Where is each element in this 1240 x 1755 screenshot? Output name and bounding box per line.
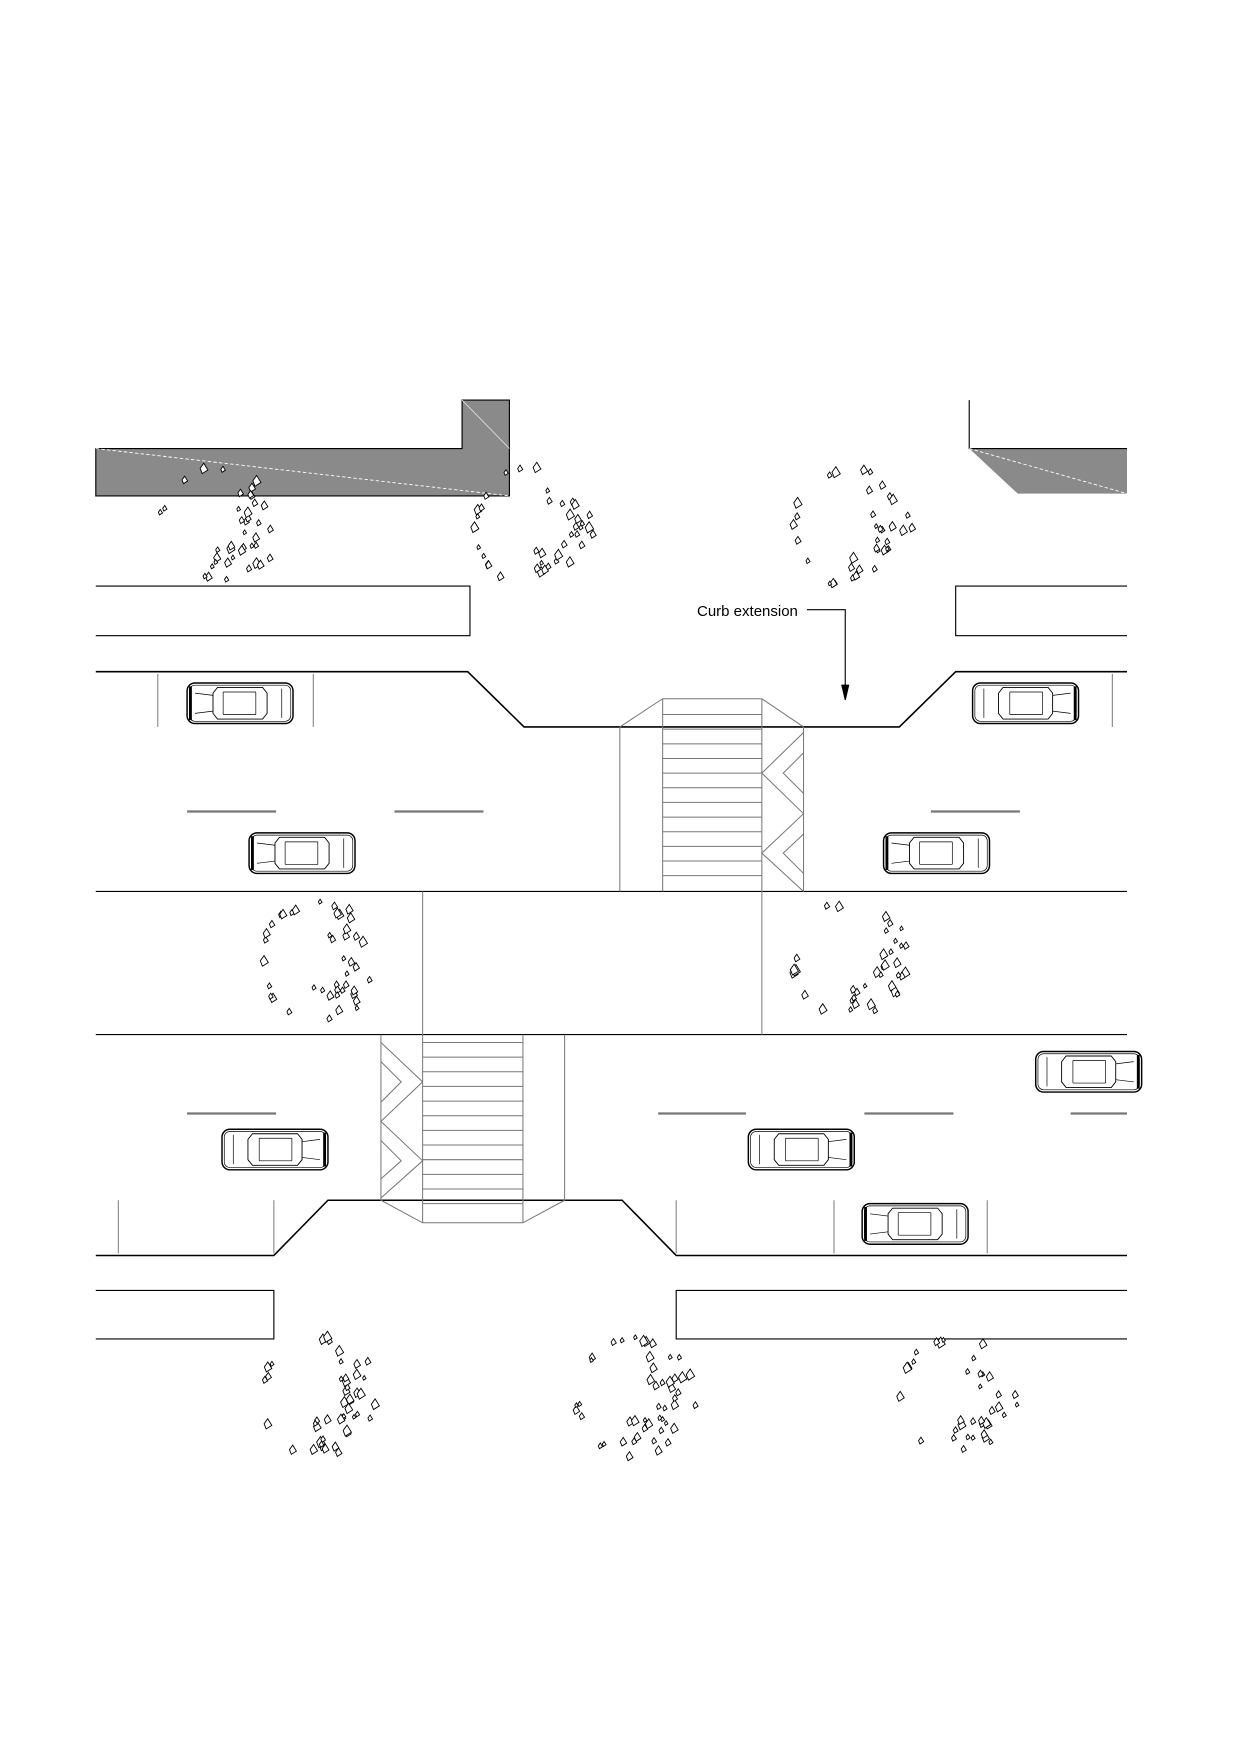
curb-extension-label: Curb extension [697,603,798,620]
curb-extension-callout [806,609,850,700]
sidewalk-upper-left [95,585,471,637]
trees [157,461,1020,1462]
building-left [95,399,510,497]
lane-markings [187,810,1127,1115]
arrow-icon [841,684,850,700]
car-icon [247,831,357,875]
sidewalk-lower-right [675,1289,1127,1340]
car-icon [1034,1050,1143,1094]
car-icon [747,1128,856,1171]
tree-icon [470,461,597,582]
sidewalk-upper-right [955,585,1127,637]
tree-icon [572,1334,699,1462]
car-icon [882,831,991,875]
building-right [968,400,1128,495]
car-icon [861,1202,970,1246]
median [95,890,1127,1036]
tree-icon [261,1330,380,1458]
tree-icon [789,900,911,1015]
car-icon [220,1128,330,1171]
tree-icon [259,898,373,1023]
curb-extension-lower [95,1199,1127,1257]
cars [185,681,1143,1246]
crosswalk-lower [380,1034,566,1224]
sidewalk-lower-left [95,1289,275,1340]
tree-icon [789,464,917,589]
tree-icon [157,462,275,583]
parking-stall-lines [117,673,1113,1254]
car-icon [185,681,295,725]
curb-extension-upper [95,670,1127,728]
car-icon [971,681,1080,725]
crosswalk-upper [619,698,805,892]
tree-icon [896,1336,1020,1454]
